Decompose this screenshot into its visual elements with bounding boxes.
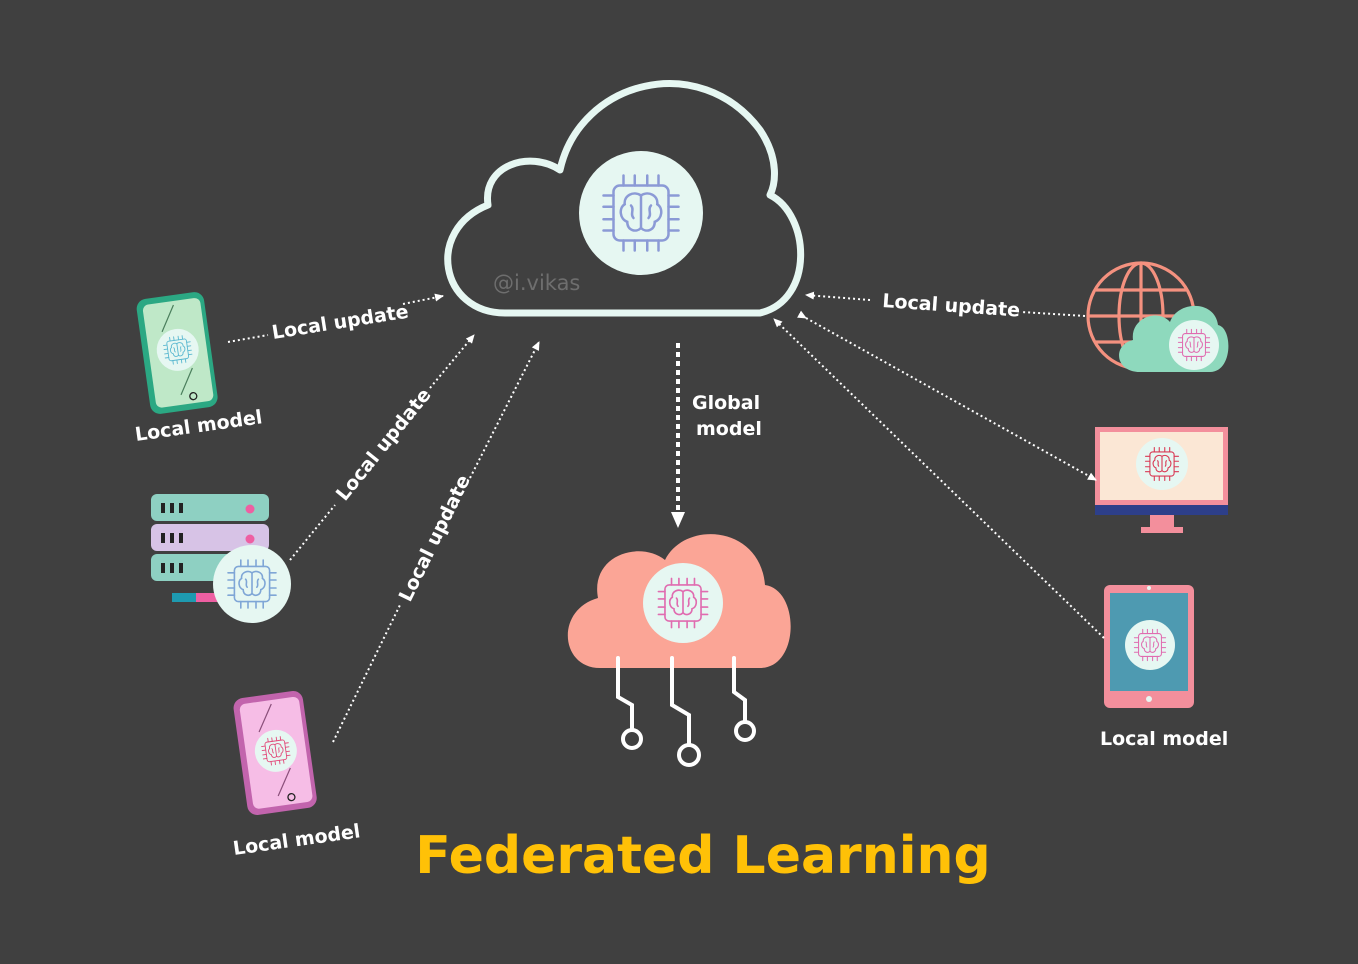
client-monitor <box>1095 427 1228 533</box>
local-model-label-2: Local model <box>232 820 362 860</box>
local-model-label-1: Local model <box>134 406 264 446</box>
server-cloud-icon <box>444 80 805 317</box>
client-phone-green <box>136 292 218 414</box>
client-tablet <box>1104 585 1194 708</box>
watermark: @i.vikas <box>493 271 580 295</box>
local-update-label-1: Local update <box>270 301 410 344</box>
local-update-label-2: Local update <box>332 384 436 505</box>
global-model-label-line2: model <box>696 418 762 440</box>
arrow-3a <box>332 604 401 743</box>
arrow-2b <box>429 334 475 389</box>
arrow-1a <box>227 334 269 343</box>
arrow-2a <box>289 504 336 561</box>
global-model-label-line1: Global <box>692 392 760 414</box>
client-server-rack <box>151 494 291 623</box>
arrow-1b <box>402 293 444 305</box>
client-globe-cloud <box>1086 261 1229 372</box>
arrow-4a <box>1021 311 1086 317</box>
arrow-5 <box>797 310 1097 481</box>
local-update-label-4: Local update <box>882 290 1021 322</box>
arrow-6 <box>773 318 1105 639</box>
arrow-4b <box>805 291 871 301</box>
client-phone-pink <box>233 690 317 815</box>
local-model-label-3: Local model <box>1100 728 1228 750</box>
diagram-title: Federated Learning <box>415 826 991 886</box>
global-cloud-icon <box>567 534 791 767</box>
arrow-3b <box>469 341 540 479</box>
local-update-label-3: Local update <box>395 472 475 606</box>
